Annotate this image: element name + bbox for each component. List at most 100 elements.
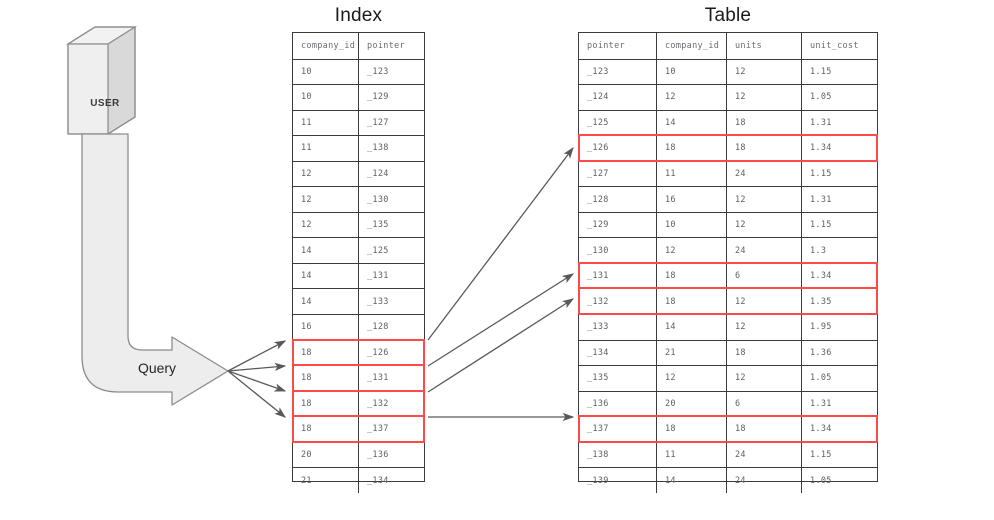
table-cell-company_id: 18: [656, 289, 726, 314]
index-row[interactable]: 10_129: [293, 84, 424, 110]
table-cell-unit_cost: 1.15: [801, 442, 876, 468]
table-cell-unit_cost: 1.95: [801, 314, 876, 340]
index-row-highlighted[interactable]: 18_126: [292, 338, 425, 367]
table-cell-pointer: _138: [587, 449, 609, 460]
table-cell-units: 18: [726, 136, 801, 161]
table-cell-company_id: 18: [656, 417, 726, 442]
index-row[interactable]: 10_123: [293, 58, 424, 85]
index-row[interactable]: 16 _128: [293, 313, 424, 340]
table-title: Table: [704, 5, 752, 26]
table-cell-pointer: _139: [587, 475, 609, 486]
table-cell-units: 6: [726, 391, 801, 417]
table-cell-pointer: _128: [587, 194, 609, 205]
index-row[interactable]: 11_127: [293, 109, 424, 136]
index-cell-company_id: 11: [301, 117, 312, 128]
index-row[interactable]: 12_130: [293, 186, 424, 212]
table-cell-units: 12: [726, 314, 801, 340]
index-to-table-arrows: [427, 146, 575, 422]
index-cell-pointer: _136: [358, 442, 423, 468]
table-cell-company_id: 12: [656, 85, 726, 110]
table-column-header: unit_cost: [801, 33, 876, 59]
index-cell-pointer: _125: [358, 238, 423, 263]
table-cell-unit_cost: 1.34: [801, 136, 876, 161]
table-cell-unit_cost: 1.15: [801, 212, 876, 238]
table-cell-company_id: 12: [656, 366, 726, 391]
table-cell-pointer: _131: [587, 271, 609, 282]
table-cell-company_id: 21: [656, 340, 726, 366]
index-cell-company_id: 16: [301, 322, 312, 333]
table-cell-company_id: 20: [656, 391, 726, 417]
table-cell-unit_cost: 1.05: [801, 366, 876, 391]
index-cell-pointer: _131: [358, 366, 423, 391]
index-row[interactable]: 14 _133: [293, 288, 424, 314]
table-cell-units: 18: [726, 340, 801, 366]
index-cell-company_id: 14: [301, 245, 312, 256]
table-cell-unit_cost: 1.3: [801, 238, 876, 263]
table-cell-pointer: _123: [587, 66, 609, 77]
index-cell-company_id: 12: [301, 220, 312, 231]
index-cell-company_id: 18: [301, 424, 312, 435]
index-row[interactable]: 12_124: [293, 160, 424, 187]
table-cell-pointer: _134: [587, 347, 609, 358]
index-row[interactable]: 20 _136: [293, 442, 424, 468]
table-cell-pointer: _125: [587, 117, 609, 128]
table-cell-company_id: 18: [656, 263, 726, 289]
index-row[interactable]: 21_134: [293, 467, 424, 493]
index-cell-pointer: _133: [358, 289, 423, 314]
query-label: Query: [137, 360, 177, 376]
table-cell-units: 24: [726, 442, 801, 468]
index-cell-company_id: 10: [301, 92, 312, 103]
index-cell-pointer: _123: [358, 59, 423, 85]
query-fan-arrows: [227, 340, 287, 418]
table-cell-unit_cost: 1.15: [801, 59, 876, 85]
index-row[interactable]: 14 _125: [293, 237, 424, 263]
table-cell-units: 24: [726, 161, 801, 187]
index-row[interactable]: 12_135: [293, 211, 424, 238]
table-cell-pointer: _137: [587, 424, 609, 435]
index-cell-pointer: _124: [358, 161, 423, 187]
table-cell-unit_cost: 1.31: [801, 187, 876, 212]
index-row[interactable]: 14_131: [293, 262, 424, 289]
user-label: USER: [90, 98, 120, 109]
table-cell-company_id: 18: [656, 136, 726, 161]
index-row-highlighted[interactable]: 18 _131: [292, 364, 425, 392]
index-cell-company_id: 18: [301, 373, 312, 384]
table-cell-company_id: 11: [656, 442, 726, 468]
index-cell-pointer: _134: [358, 468, 423, 493]
table-cell-units: 12: [726, 59, 801, 85]
table-cell-units: 18: [726, 417, 801, 442]
table-cell-pointer: _132: [587, 296, 609, 307]
table-cell-company_id: 16: [656, 187, 726, 212]
index-cell-company_id: 14: [301, 296, 312, 307]
index-row-highlighted[interactable]: 18_137: [292, 415, 425, 443]
table-cell-unit_cost: 1.31: [801, 110, 876, 136]
table-cell-pointer: _126: [587, 143, 609, 154]
index-cell-company_id: 20: [301, 449, 312, 460]
index-title: Index: [334, 5, 383, 26]
table-cell-company_id: 14: [656, 314, 726, 340]
index-row-highlighted[interactable]: 18_132: [292, 389, 425, 418]
index-cell-pointer: _128: [358, 314, 423, 340]
table-cell-pointer: _124: [587, 92, 609, 103]
index-row[interactable]: 11_138: [293, 135, 424, 161]
